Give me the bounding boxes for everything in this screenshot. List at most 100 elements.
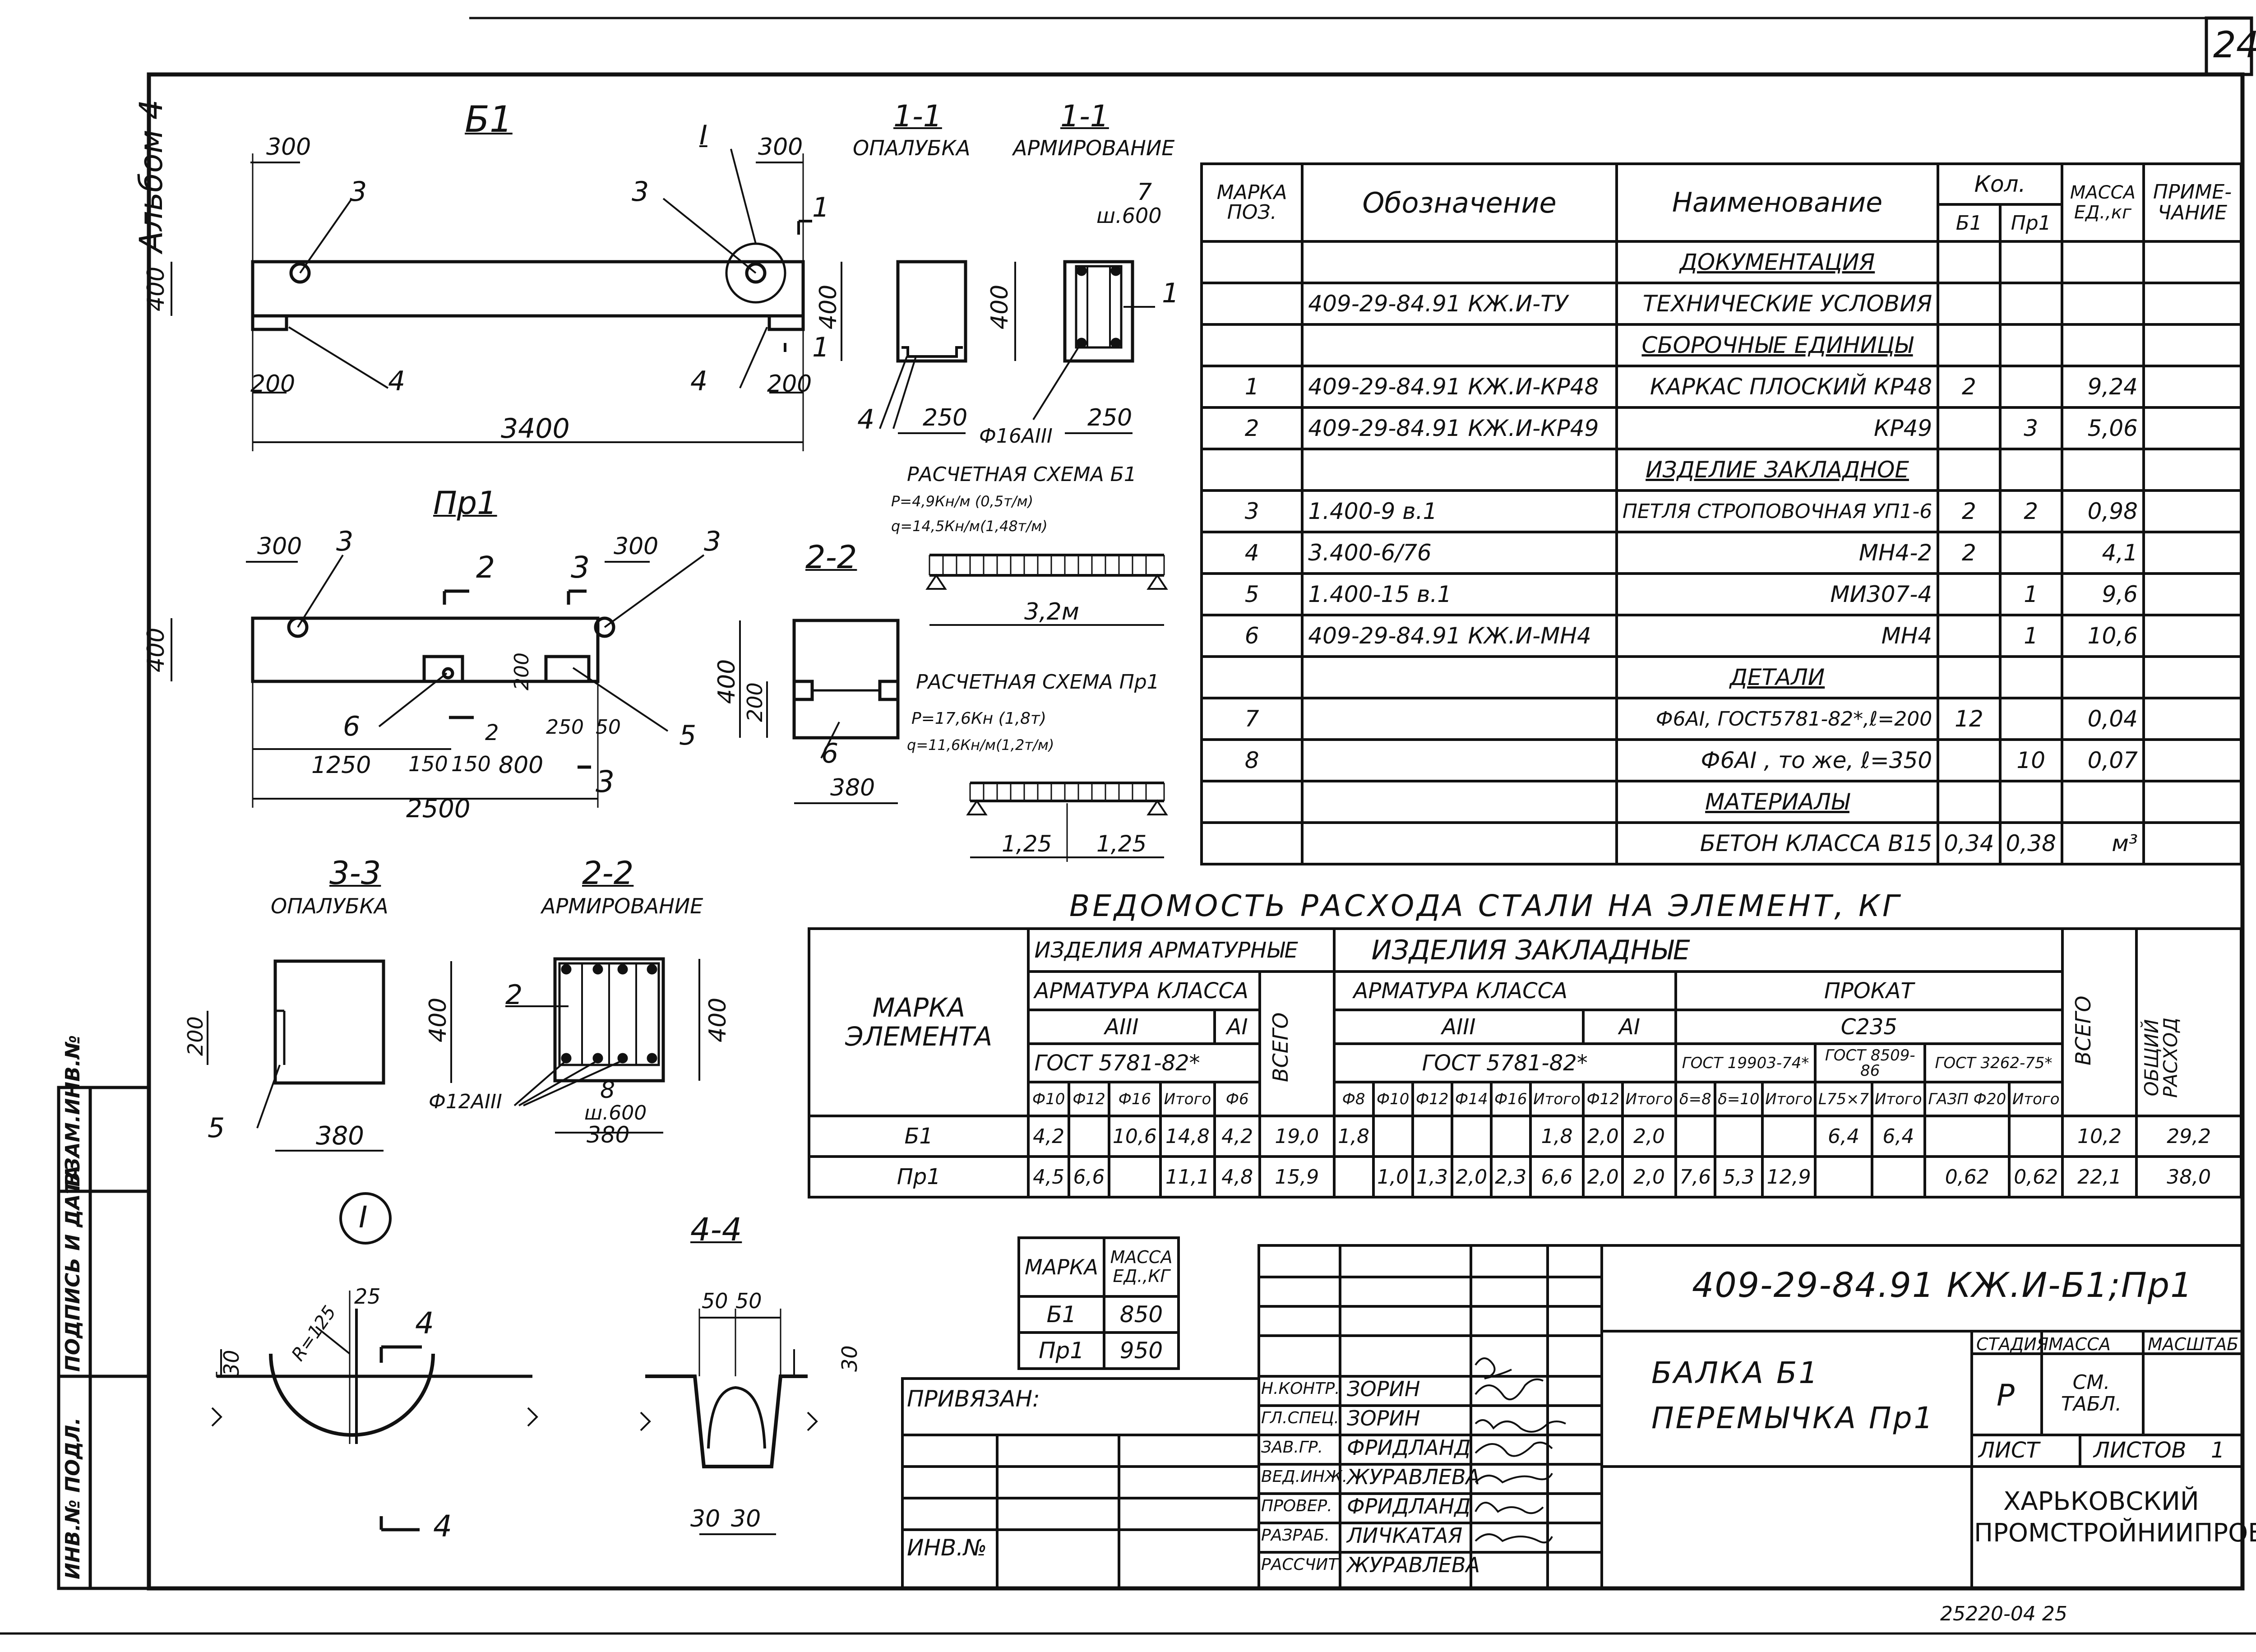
steel-h-grand: ОБЩИЙ РАСХОД <box>2135 927 2242 1117</box>
steel-cell: 15,9 <box>1258 1155 1336 1199</box>
steel-cell: 0,62 <box>2008 1155 2064 1199</box>
spec-mass: 5,06 <box>2060 406 2145 450</box>
steel-h-a3b: АIII <box>1332 1009 1585 1045</box>
steel-cell <box>1870 1155 1927 1199</box>
spec-note <box>2142 448 2243 492</box>
steel-col-header: ГАЗП Ф20 <box>1923 1081 2011 1117</box>
detail-i-cut-top: 4 <box>415 1306 434 1341</box>
pr1-dim-300-right: 300 <box>614 533 659 560</box>
spec-pos <box>1200 780 1304 824</box>
spec-qty-b1 <box>1937 323 2002 367</box>
steel-cell <box>1489 1115 1532 1158</box>
steel-h-a3: АIII <box>1027 1009 1216 1045</box>
calc-pr1-title: РАСЧЕТНАЯ СХЕМА Пр1 <box>916 671 1160 694</box>
spec-mass: м³ <box>2060 821 2145 865</box>
spec-row: ДОКУМЕНТАЦИЯ <box>1200 240 2243 284</box>
pr1-dim-150-b: 150 <box>451 752 491 776</box>
tb-role-title: Н.КОНТР. <box>1261 1379 1340 1398</box>
pr1-section-3-bottom: 3 <box>596 764 615 799</box>
spec-note <box>2142 614 2243 658</box>
detail-i-dim-30: 30 <box>219 1350 244 1376</box>
sec44-dim-50-b: 50 <box>735 1289 762 1313</box>
spec-h-note: ПРИМЕ- ЧАНИЕ <box>2142 162 2243 243</box>
section-3-3 <box>207 959 452 1152</box>
steel-cell: 10,6 <box>1108 1115 1162 1158</box>
spec-qty-pr1 <box>1998 655 2063 699</box>
calc-scheme-b1 <box>925 554 1168 626</box>
spec-note <box>2142 821 2243 865</box>
steel-row-mark: Б1 <box>807 1115 1030 1158</box>
steel-cell <box>1450 1115 1493 1158</box>
b1-section-mark-top: 1 <box>812 192 830 223</box>
tb-privyazan: ПРИВЯЗАН: <box>907 1386 1040 1412</box>
steel-col-header: Ф14 <box>1450 1081 1493 1117</box>
tb-mass-h: МАССА <box>2048 1334 2111 1354</box>
steel-col-header: L75×7 <box>1814 1081 1873 1117</box>
sec22r-callout-2: 2 <box>505 979 523 1011</box>
sec11-reinf-dim-400: 400 <box>986 284 1013 329</box>
steel-cell: 6,6 <box>1529 1155 1585 1199</box>
album-label: Альбом 4 <box>133 99 170 253</box>
b1-dim-200-right: 200 <box>767 370 812 398</box>
steel-h-arm-class2: АРМАТУРА КЛАССА <box>1332 970 1677 1011</box>
steel-h-total1: ВСЕГО <box>1258 970 1336 1117</box>
sec22r-dim-400: 400 <box>704 997 731 1042</box>
sec11-reinf-title: 1-1 <box>1060 99 1109 134</box>
tb-sheet-h: ЛИСТ <box>1979 1438 2039 1463</box>
tb-role-person: ЖУРАВЛЕВА <box>1347 1465 1480 1489</box>
steel-cell: 5,3 <box>1713 1155 1764 1199</box>
steel-col-header: Ф16 <box>1489 1081 1532 1117</box>
spec-note <box>2142 655 2243 699</box>
spec-designation <box>1301 821 1618 865</box>
mass-h-mark: МАРКА <box>1017 1236 1106 1298</box>
b1-dim-400: 400 <box>143 266 170 311</box>
tb-scale-h: МАСШТАБ <box>2148 1334 2239 1354</box>
spec-designation: 409-29-84.91 КЖ.И-МН4 <box>1301 614 1618 658</box>
sec44-dim-50-a: 50 <box>702 1289 728 1313</box>
tb-org-1: ХАРЬКОВСКИЙ <box>2003 1487 2199 1516</box>
steel-h-gost3: ГОСТ 19903-74* <box>1674 1042 1817 1083</box>
steel-col-header: Итого <box>1761 1081 1817 1117</box>
sec22-callout-6: 6 <box>821 738 839 769</box>
tb-sheets: 1 <box>2211 1438 2225 1463</box>
calc-scheme-pr1 <box>966 782 1168 862</box>
steel-cell: 2,0 <box>1582 1155 1624 1199</box>
spec-note <box>2142 406 2243 450</box>
spec-qty-b1 <box>1937 780 2002 824</box>
sec11-reinf-callout-1: 1 <box>1162 278 1179 309</box>
steel-cell: 1,0 <box>1372 1155 1414 1199</box>
spec-qty-pr1: 10 <box>1998 738 2063 782</box>
steel-h-mark: МАРКА ЭЛЕМЕНТА <box>807 927 1030 1117</box>
page-number: 24 <box>2213 24 2256 66</box>
spec-designation <box>1301 780 1618 824</box>
spec-pos: 8 <box>1200 738 1304 782</box>
tb-role-person: ЗОРИН <box>1347 1406 1420 1430</box>
steel-cell: 14,8 <box>1159 1115 1216 1158</box>
steel-cell <box>2008 1115 2064 1158</box>
pr1-dim-400: 400 <box>143 627 170 672</box>
sec44-dim-30-right: 30 <box>837 1345 862 1372</box>
steel-col-header: Ф6 <box>1213 1081 1262 1117</box>
mass-row-mark: Пр1 <box>1017 1331 1106 1370</box>
spec-pos: 1 <box>1200 365 1304 409</box>
sec22r-bar: Ф12АIII <box>429 1090 502 1113</box>
spec-mass: 4,1 <box>2060 531 2145 575</box>
spec-designation <box>1301 655 1618 699</box>
mass-row-value: 950 <box>1103 1331 1180 1370</box>
steel-cell: 4,2 <box>1213 1115 1262 1158</box>
calc-pr1-q: q=11,6Кн/м(1,2т/м) <box>907 736 1054 754</box>
spec-mass: 0,04 <box>2060 697 2145 741</box>
spec-note <box>2142 531 2243 575</box>
sec22-dim-380: 380 <box>830 774 875 801</box>
spec-pos: 4 <box>1200 531 1304 575</box>
b1-dim-300-right: 300 <box>758 134 803 161</box>
spec-name: МИ307-4 <box>1615 572 1940 616</box>
spec-qty-pr1: 0,38 <box>1998 821 2063 865</box>
